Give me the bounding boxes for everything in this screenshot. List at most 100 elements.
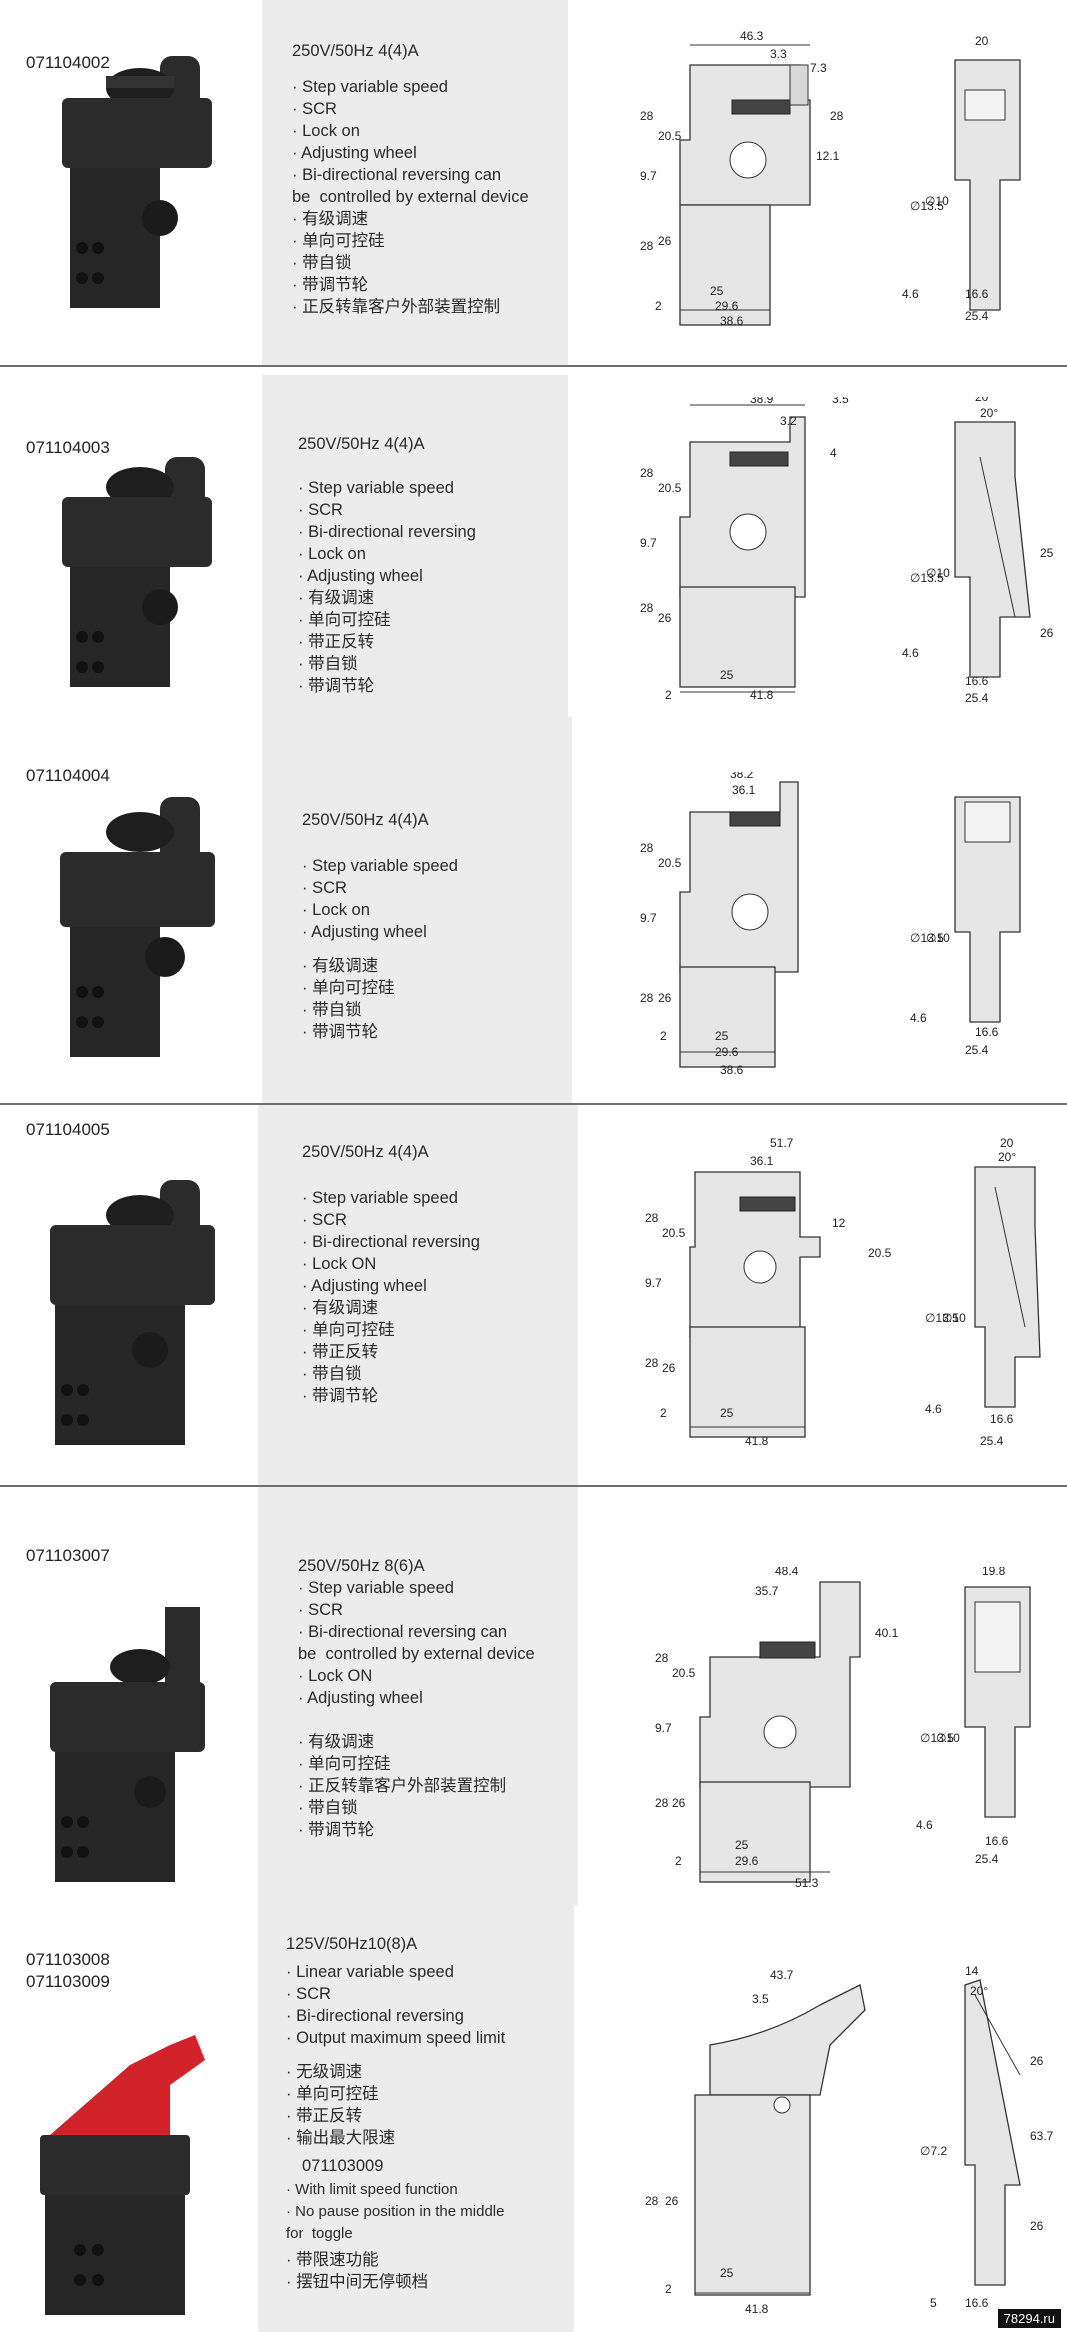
feature: Step variable speed [298,1577,538,1599]
rating: 250V/50Hz 4(4)A [292,42,419,60]
spec-panel: 250V/50Hz 4(4)A Step variable speed SCR … [262,717,572,1103]
feature: SCR [286,1983,536,2005]
feature: Bi-directional reversing [286,2005,536,2027]
svg-text:26: 26 [1030,2054,1044,2068]
svg-text:28: 28 [640,841,654,855]
switch-photo [40,2035,205,2315]
spec-panel: 250V/50Hz 4(4)A Step variable speed SCR … [262,375,568,717]
rating: 125V/50Hz10(8)A [286,1935,418,1953]
svg-text:25: 25 [1040,546,1054,560]
feature: Lock on [292,120,532,142]
svg-text:26: 26 [662,1361,676,1375]
svg-text:41.8: 41.8 [745,1434,769,1448]
svg-text:5: 5 [930,2296,937,2310]
svg-text:26: 26 [1040,626,1054,640]
product-code: 071104004 [26,766,110,785]
svg-text:∅13.5: ∅13.5 [910,931,944,945]
svg-text:38.6: 38.6 [720,1063,744,1077]
svg-text:∅10: ∅10 [942,1311,966,1325]
svg-text:36.1: 36.1 [732,783,756,797]
svg-text:∅13.5: ∅13.5 [920,1731,954,1745]
feature: 单向可控硅 [298,1753,538,1775]
svg-text:3.5: 3.5 [832,397,849,406]
svg-text:∅10: ∅10 [926,566,950,580]
svg-text:25: 25 [720,1406,734,1420]
svg-text:48.4: 48.4 [775,1567,799,1578]
svg-text:29.6: 29.6 [735,1854,759,1868]
svg-text:20: 20 [975,34,989,48]
svg-text:∅7.2: ∅7.2 [920,2144,947,2158]
svg-text:20.5: 20.5 [658,481,682,495]
feature: SCR [302,877,458,899]
product-code: 071103007 [26,1546,110,1565]
svg-text:4.6: 4.6 [910,1011,927,1025]
feature: Step variable speed [292,76,532,98]
rating: 250V/50Hz 4(4)A [302,811,429,829]
feature: 带正反转 [286,2105,536,2127]
feature: Adjusting wheel [302,921,458,943]
spec-panel: 125V/50Hz10(8)A Linear variable speed SC… [258,1905,574,2332]
feature: 带自锁 [292,252,532,274]
feature: Step variable speed [302,855,458,877]
svg-text:25.4: 25.4 [975,1852,999,1866]
svg-text:28: 28 [645,2194,659,2208]
feature: Adjusting wheel [302,1275,480,1297]
svg-text:12.1: 12.1 [816,149,840,163]
product-row-5: 071103007 250V/50Hz 8(6)A Step variable … [0,1487,1067,1905]
feature: 正反转靠客户外部装置控制 [292,296,532,318]
svg-text:16.6: 16.6 [990,1412,1014,1426]
svg-text:28: 28 [640,466,654,480]
svg-text:43.7: 43.7 [770,1968,794,1982]
rating: 250V/50Hz 8(6)A [298,1557,425,1575]
feature: Step variable speed [298,477,476,499]
svg-text:14: 14 [965,1964,979,1978]
feature: 带正反转 [302,1341,480,1363]
feature: Lock ON [302,1253,480,1275]
svg-text:28: 28 [640,109,654,123]
svg-text:20°: 20° [970,1984,988,1998]
svg-text:29.6: 29.6 [715,299,739,313]
svg-text:28: 28 [640,239,654,253]
svg-text:∅10: ∅10 [936,1731,960,1745]
svg-text:20.5: 20.5 [658,129,682,143]
svg-text:26: 26 [658,234,672,248]
feature: 有级调速 [302,1297,480,1319]
product-row-1: 071104002 250V/50Hz 4(4)A Step variable … [0,0,1067,366]
switch-photo [50,1607,205,1882]
svg-text:26: 26 [672,1796,686,1810]
rating: 250V/50Hz 4(4)A [298,435,425,453]
row-divider [0,1103,1067,1105]
svg-text:20.5: 20.5 [658,856,682,870]
svg-text:∅13.5: ∅13.5 [910,571,944,585]
svg-text:4.6: 4.6 [916,1818,933,1832]
svg-text:41.8: 41.8 [750,688,774,702]
svg-text:4: 4 [830,446,837,460]
feature: 有级调速 [298,587,476,609]
feature: Bi-directional reversing can be controll… [298,1621,538,1665]
feature: Adjusting wheel [298,1687,538,1709]
feature: With limit speed function [286,2179,536,2201]
product-row-2: 071104003 250V/50Hz 4(4)A Step variable … [0,367,1067,717]
feature: 带自锁 [302,1363,480,1385]
feature: SCR [298,499,476,521]
svg-text:∅13.5: ∅13.5 [910,199,944,213]
feature: 带调节轮 [298,675,476,697]
svg-text:16.6: 16.6 [965,2296,989,2310]
feature: 有级调速 [302,955,458,977]
svg-text:9.7: 9.7 [640,911,657,925]
svg-text:29.6: 29.6 [715,1045,739,1059]
product-code: 071103009 [26,1972,110,1991]
feature: 单向可控硅 [286,2083,536,2105]
svg-text:∅10: ∅10 [926,931,950,945]
feature: 输出最大限速 [286,2127,536,2149]
svg-text:3.3: 3.3 [770,47,787,61]
svg-text:4.6: 4.6 [925,1402,942,1416]
feature: Lock ON [298,1665,538,1687]
svg-text:16.6: 16.6 [965,674,989,688]
technical-drawing: 51.7 36.1 12 28 20.5 9.7 28 26 20.5 25 4… [645,1136,1041,1448]
svg-text:9.7: 9.7 [640,169,657,183]
svg-text:2: 2 [665,688,672,702]
product-code: 071104002 [26,53,110,72]
svg-text:7.3: 7.3 [810,61,827,75]
svg-text:40.1: 40.1 [875,1626,899,1640]
